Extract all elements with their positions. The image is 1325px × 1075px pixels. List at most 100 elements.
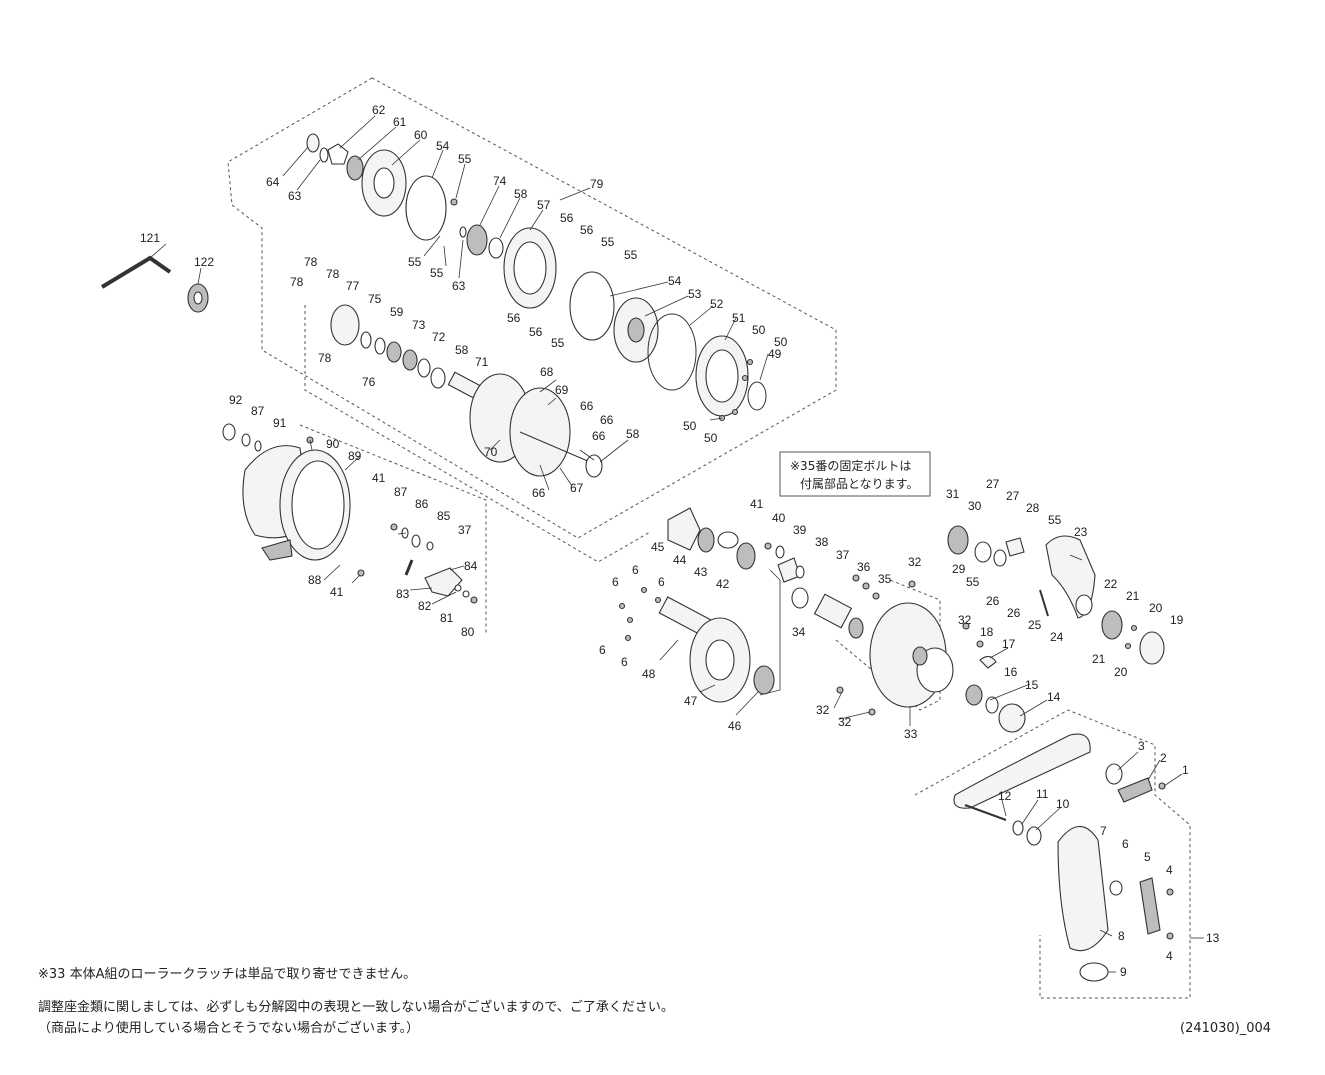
label-83: 83 [396, 587, 410, 601]
label-73: 73 [412, 318, 426, 332]
callout-line-2: 付属部品となります。 [800, 476, 918, 491]
screw-6d [654, 596, 662, 604]
washer-75 [374, 337, 386, 355]
label-55: 55 [458, 152, 472, 166]
label-32a: 32 [908, 555, 922, 569]
label-58c: 58 [626, 427, 640, 441]
label-66c: 66 [600, 413, 614, 427]
screw-32a [908, 580, 916, 588]
drive-train [618, 507, 809, 703]
label-29: 29 [952, 562, 966, 576]
spring-24 [1039, 589, 1049, 617]
label-122: 122 [194, 255, 214, 269]
label-42: 42 [716, 577, 730, 591]
label-91: 91 [273, 416, 287, 430]
part-38 [795, 565, 805, 579]
footer-notes: ※33 本体A組のローラークラッチは単品で取り寄せできません。 調整座金類に関し… [38, 966, 1271, 1036]
pawl-76 [360, 331, 372, 349]
washer-11 [1012, 820, 1024, 836]
label-56c: 56 [507, 311, 521, 325]
label-16: 16 [1004, 665, 1018, 679]
label-88: 88 [308, 573, 322, 587]
label-5: 5 [1144, 850, 1151, 864]
label-50a: 50 [752, 323, 766, 337]
label-85: 85 [437, 509, 451, 523]
label-50b: 50 [774, 335, 788, 349]
label-45: 45 [651, 540, 665, 554]
screw-41 [357, 569, 365, 577]
label-86: 86 [415, 497, 429, 511]
label-37b: 37 [836, 548, 850, 562]
label-56a: 56 [560, 211, 574, 225]
label-32d: 32 [958, 613, 972, 627]
label-18: 18 [980, 625, 994, 639]
bearing-122-bore [193, 291, 203, 305]
label-66a: 66 [580, 399, 594, 413]
brake-53-hub [627, 317, 645, 343]
frame-foot [261, 539, 293, 561]
screw-6e [624, 634, 632, 642]
washer-30 [974, 541, 992, 563]
washer-43 [717, 531, 739, 549]
label-20a: 20 [1149, 601, 1163, 615]
label-26b: 26 [1007, 606, 1021, 620]
bearing-59 [386, 341, 402, 363]
label-12: 12 [998, 789, 1012, 803]
screw-80 [470, 596, 478, 604]
label-56b: 56 [580, 223, 594, 237]
pin-41b [390, 523, 398, 531]
label-43: 43 [694, 565, 708, 579]
label-24: 24 [1050, 630, 1064, 644]
label-79: 79 [590, 177, 604, 191]
label-6d: 6 [599, 643, 606, 657]
label-58: 58 [514, 187, 528, 201]
label-51: 51 [732, 311, 746, 325]
part-36 [862, 582, 870, 590]
label-9: 9 [1120, 965, 1127, 979]
label-4a: 4 [1166, 863, 1173, 877]
label-6a: 6 [632, 563, 639, 577]
bearing-58c [585, 454, 603, 478]
bearing-73 [402, 349, 418, 371]
label-49: 49 [768, 347, 782, 361]
part-86 [411, 534, 421, 548]
label-54b: 54 [668, 274, 682, 288]
label-38: 38 [815, 535, 829, 549]
gear-shaft-bracket [759, 569, 781, 696]
label-6c: 6 [612, 575, 619, 589]
label-121: 121 [140, 231, 160, 245]
label-60: 60 [414, 128, 428, 142]
ring-49 [747, 381, 767, 411]
label-35: 35 [878, 572, 892, 586]
oring-52 [647, 313, 697, 391]
screw-32c [836, 686, 844, 694]
label-36: 36 [857, 560, 871, 574]
label-55a: 55 [601, 235, 615, 249]
knob-8 [1057, 825, 1109, 952]
washer-72 [417, 358, 431, 378]
label-63: 63 [288, 189, 302, 203]
washer-82 [454, 584, 462, 592]
label-67: 67 [570, 481, 584, 495]
ring-34 [791, 587, 809, 609]
label-2: 2 [1160, 751, 1167, 765]
label-6b: 6 [658, 575, 665, 589]
washer-54 [405, 175, 447, 241]
label-78d: 78 [318, 351, 332, 365]
spring-85 [426, 541, 434, 551]
diagram-code: (241030)_004 [1180, 1021, 1271, 1036]
bearing-22 [1101, 610, 1123, 640]
label-30: 30 [968, 499, 982, 513]
label-7: 7 [1100, 824, 1107, 838]
label-3: 3 [1138, 739, 1145, 753]
knob-19 [1139, 631, 1165, 665]
bearing-74 [466, 224, 488, 256]
label-78b: 78 [290, 275, 304, 289]
handle-assembly-boundary [914, 709, 1191, 999]
label-75: 75 [368, 292, 382, 306]
bearing-61 [346, 155, 364, 181]
part-labels: 62 61 60 64 63 54 55 74 58 57 79 56 56 5… [140, 103, 1220, 979]
bolt-35 [872, 592, 880, 600]
screw-21a [1130, 624, 1138, 632]
